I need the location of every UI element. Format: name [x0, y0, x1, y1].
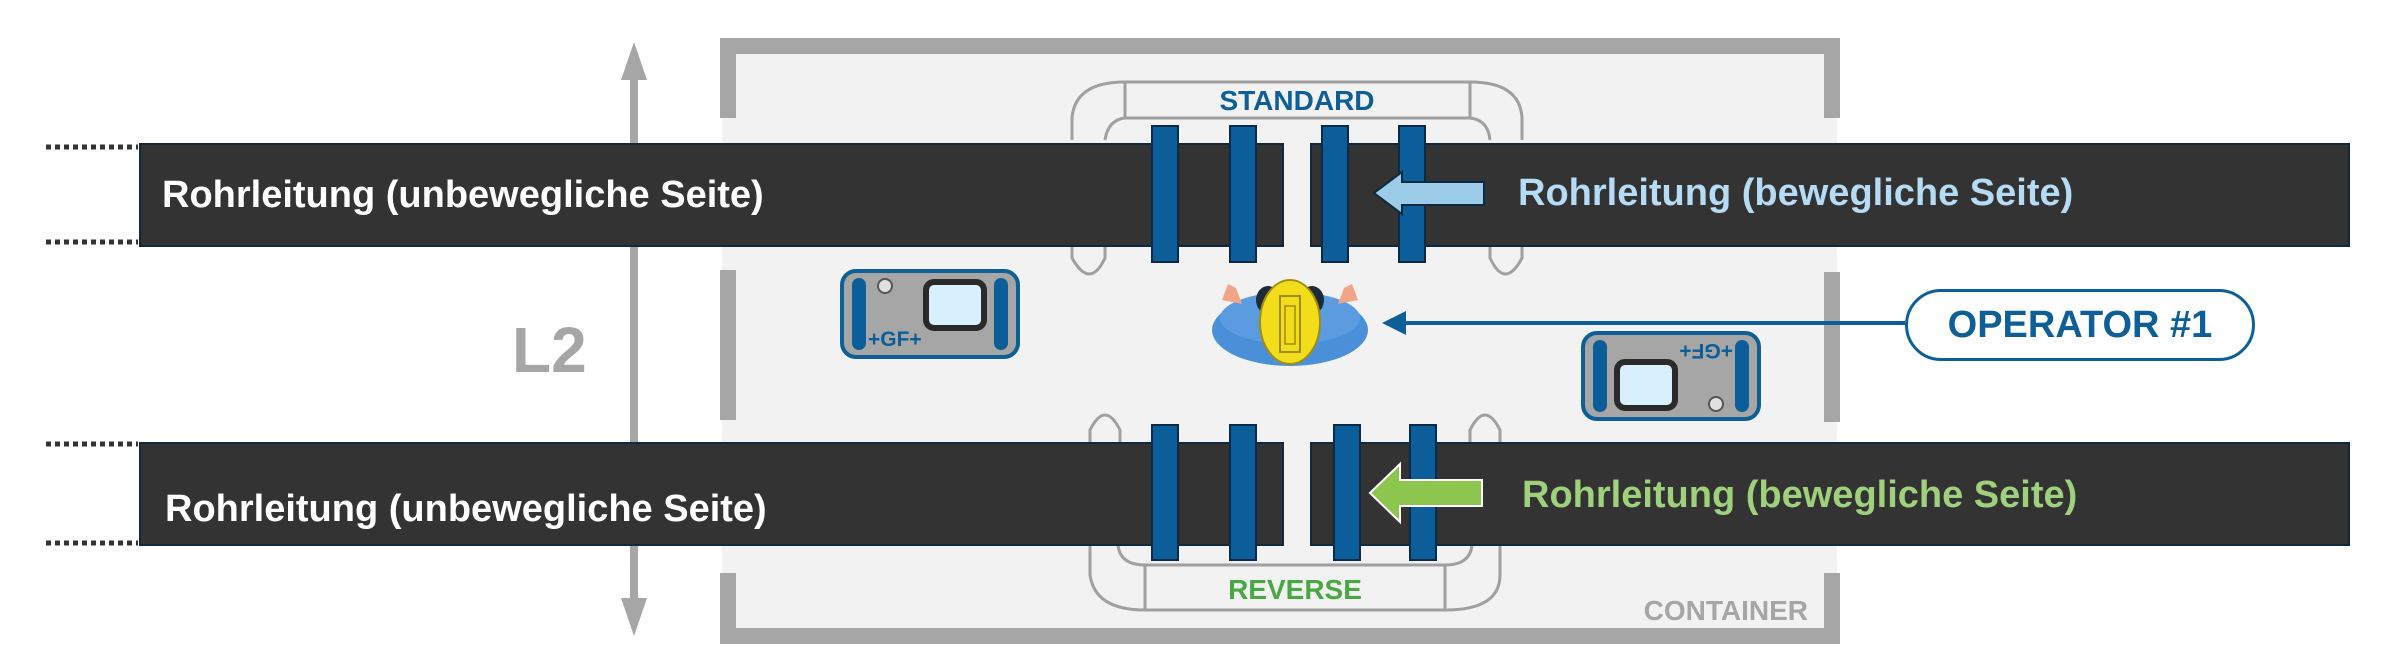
operator-pointer-arrow: [1382, 311, 1905, 335]
top-fixed-pipe-label: Rohrleitung (unbewegliche Seite): [162, 174, 764, 216]
gf-logo: +GF+: [1679, 339, 1733, 362]
bottom-fixed-pipe: [139, 442, 1284, 546]
top-moving-pipe-label: Rohrleitung (bewegliche Seite): [1518, 172, 2074, 214]
operator-icon: [1212, 279, 1368, 366]
clamp-band: [1229, 424, 1257, 561]
gf-logo: +GF+: [868, 328, 922, 351]
container-label: CONTAINER: [1644, 595, 1808, 626]
clamp-band: [1321, 125, 1349, 263]
operator-badge: OPERATOR #1: [1905, 289, 2255, 361]
operator-label: OPERATOR #1: [1947, 303, 2213, 346]
bottom-machine-frame: [1088, 413, 1502, 612]
control-unit-right: +GF+: [1581, 331, 1761, 421]
top-fixed-pipe: [139, 143, 1284, 247]
clamp-band: [1151, 424, 1179, 561]
top-machine-frame: [1070, 80, 1524, 276]
clamp-band: [1229, 125, 1257, 263]
clamp-band: [1333, 424, 1361, 561]
indicator-light: [1708, 396, 1724, 412]
standard-mode-label: STANDARD: [1219, 85, 1374, 116]
bottom-moving-pipe: [1310, 442, 2350, 546]
bottom-direction-arrow: [1368, 461, 1483, 525]
control-unit-left: +GF+: [840, 269, 1020, 359]
top-direction-arrow: [1372, 170, 1485, 216]
bottom-moving-pipe-label: Rohrleitung (bewegliche Seite): [1522, 474, 2078, 516]
bottom-fixed-pipe-label: Rohrleitung (unbewegliche Seite): [165, 488, 767, 530]
clamp-band: [1151, 125, 1179, 263]
container-wall: [720, 38, 1840, 644]
dotted-extension-lines: [46, 144, 138, 546]
reverse-mode-label: REVERSE: [1228, 574, 1362, 605]
indicator-light: [877, 278, 893, 294]
display-screen: [1614, 359, 1678, 411]
display-screen: [923, 279, 987, 331]
l2-dimension-label: L2: [512, 314, 587, 386]
l2-dimension-arrow: [621, 42, 647, 636]
